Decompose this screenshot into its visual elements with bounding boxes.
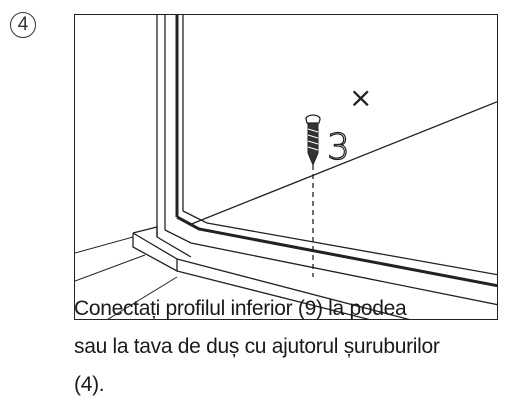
floor-edge-line <box>188 101 497 226</box>
screw-icon <box>305 114 321 167</box>
floor-line <box>75 254 146 282</box>
frame-thick-bottom <box>176 215 497 288</box>
instruction-line-3: (4). <box>74 373 105 396</box>
instruction-line-2: sau la tava de duș cu ajutorul șuruburil… <box>74 335 440 358</box>
floor-line <box>107 276 178 319</box>
cross-mark: × <box>349 81 372 114</box>
callout-number: 3 <box>327 127 350 168</box>
frame-bottom-line <box>164 229 497 306</box>
step-number-badge: 4 <box>10 12 36 38</box>
instruction-text: Conectați profilul inferior (9) la podea… <box>74 290 506 404</box>
bottom-profile-front <box>176 258 410 319</box>
frame-inner-bottom <box>182 210 497 276</box>
floor-line <box>75 236 134 254</box>
bottom-profile-ridge <box>156 236 192 258</box>
bottom-profile-base <box>176 270 370 319</box>
illustration-drawing: × 3 <box>75 15 497 319</box>
bottom-profile-top <box>132 226 158 237</box>
assembly-illustration: × 3 <box>74 14 498 320</box>
instruction-line-1: Conectați profilul inferior (9) la podea <box>74 297 407 320</box>
bottom-profile-end <box>132 232 178 273</box>
